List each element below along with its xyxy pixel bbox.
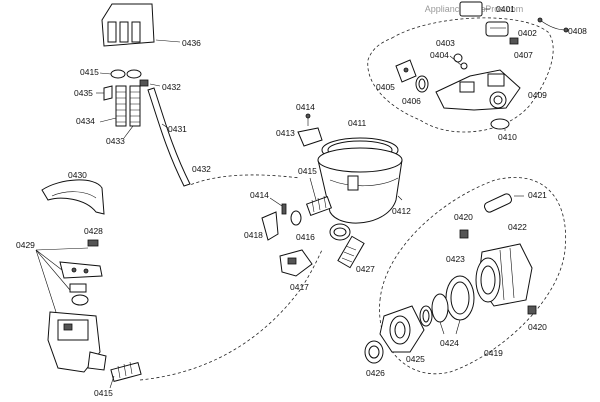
part-0431-tube [147,87,191,187]
label-0433: 0433 [106,136,125,146]
label-0402: 0402 [518,28,537,38]
label-0419: 0419 [484,348,503,358]
part-0413-cover [297,127,323,147]
label-0425: 0425 [406,354,425,364]
label-0414-mid: 0414 [250,190,269,200]
part-0403-nut [453,53,463,63]
label-0412: 0412 [392,206,411,216]
part-0425-pump-housing [379,305,425,353]
label-0410: 0410 [498,132,517,142]
part-0415-seal-top [99,69,142,79]
label-0430: 0430 [68,170,87,180]
label-0413: 0413 [276,128,295,138]
label-0403: 0403 [436,38,455,48]
label-0408: 0408 [568,26,587,36]
label-0404: 0404 [430,50,449,60]
part-0428-clip [87,239,99,247]
label-0405: 0405 [376,82,395,92]
part-0426-seal [364,340,384,364]
part-0406-seal [415,75,429,93]
part-0414-clip-mid [269,197,287,215]
part-0417-sensor [279,249,313,277]
cable-path-0415 [139,249,323,381]
part-0429-bracket [35,247,103,313]
part-0432-clip [139,79,161,87]
label-0429: 0429 [16,240,35,250]
part-0404-nut [449,55,468,70]
part-0435-clip [96,85,113,101]
part-0421-capacitor [484,193,524,213]
label-0407: 0407 [514,50,533,60]
part-labels: 0401 0402 0403 0404 0405 0406 0407 0408 … [16,4,587,398]
label-0432-mid: 0432 [192,164,211,174]
part-0436-cap [101,3,181,47]
part-0434-hose [99,85,127,127]
label-0418: 0418 [244,230,263,240]
part-0430-guide [41,179,105,215]
label-0411: 0411 [348,118,367,128]
label-0406: 0406 [402,96,421,106]
label-0414-top: 0414 [296,102,315,112]
part-0408-wire [537,17,569,33]
label-0432-top: 0432 [162,82,181,92]
label-0401: 0401 [496,4,515,14]
part-0412-sump [317,147,403,224]
label-0426: 0426 [366,368,385,378]
part-0424-seals [419,293,461,335]
label-0423: 0423 [446,254,465,264]
part-0420-clip-a [459,229,469,239]
part-0415-seal-mid [305,177,333,217]
label-0435: 0435 [74,88,93,98]
label-0422: 0422 [508,222,527,232]
part-0405-fitting [395,59,417,83]
part-0402-valve [485,21,509,37]
label-0409: 0409 [528,90,547,100]
part-0410-clamp [490,118,510,131]
label-0421: 0421 [528,190,547,200]
label-0427: 0427 [356,264,375,274]
part-0423-ring [445,275,475,321]
part-0416-seal [290,210,302,226]
part-0401-connector [459,1,490,17]
part-0420-clip-b [527,305,537,315]
label-0436: 0436 [182,38,201,48]
label-0415-bottom: 0415 [94,388,113,398]
label-0420-top: 0420 [454,212,473,222]
part-0407-clip [509,37,519,45]
label-0431: 0431 [168,124,187,134]
label-0417: 0417 [290,282,309,292]
part-0427-hose [329,223,365,269]
label-0416: 0416 [296,232,315,242]
label-0420-bottom: 0420 [528,322,547,332]
label-0415-mid: 0415 [298,166,317,176]
part-0433-hose [123,85,141,139]
part-inlet-valve-assembly [47,311,107,373]
label-0434: 0434 [76,116,95,126]
part-0422-motor [475,243,533,307]
part-0414-screw-top [305,113,311,126]
part-0409-inlet-body [435,69,521,111]
label-0415-top: 0415 [80,67,99,77]
part-0418-bracket [261,211,279,241]
label-0428: 0428 [84,226,103,236]
part-0415-hose-bottom [109,361,142,389]
label-0424: 0424 [440,338,459,348]
